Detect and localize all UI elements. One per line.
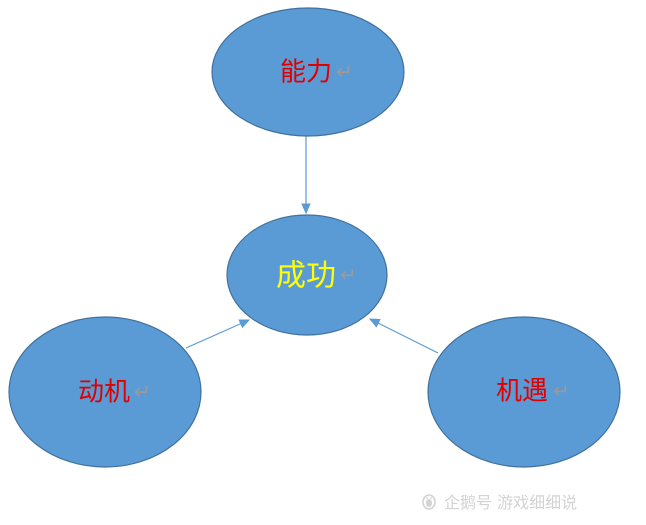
node-opportunity-label: 机遇 bbox=[496, 377, 548, 407]
edge-opportunity-to-success bbox=[368, 318, 439, 354]
node-success-label: 成功 bbox=[276, 259, 336, 294]
penguin-icon bbox=[422, 494, 436, 510]
paragraph-mark: ↵ bbox=[553, 379, 570, 403]
watermark-text: 企鹅号 游戏细细说 bbox=[444, 493, 578, 512]
node-ability: 能力 ↵ bbox=[211, 7, 405, 137]
node-ability-label: 能力 bbox=[280, 58, 332, 88]
node-success-ellipse bbox=[226, 214, 388, 336]
node-motivation: 动机 ↵ bbox=[8, 316, 202, 468]
node-success: 成功 ↵ bbox=[226, 214, 388, 336]
paragraph-mark: ↵ bbox=[134, 380, 151, 404]
node-opportunity-ellipse bbox=[427, 316, 621, 468]
node-motivation-ellipse bbox=[8, 316, 202, 468]
edges bbox=[185, 136, 439, 354]
edge-motivation-to-success bbox=[185, 319, 251, 349]
node-ability-ellipse bbox=[211, 7, 405, 137]
paragraph-mark: ↵ bbox=[340, 263, 357, 287]
watermark: 企鹅号 游戏细细说 bbox=[420, 489, 577, 513]
node-opportunity: 机遇 ↵ bbox=[427, 316, 621, 468]
node-motivation-label: 动机 bbox=[78, 378, 130, 408]
paragraph-mark: ↵ bbox=[336, 60, 353, 84]
